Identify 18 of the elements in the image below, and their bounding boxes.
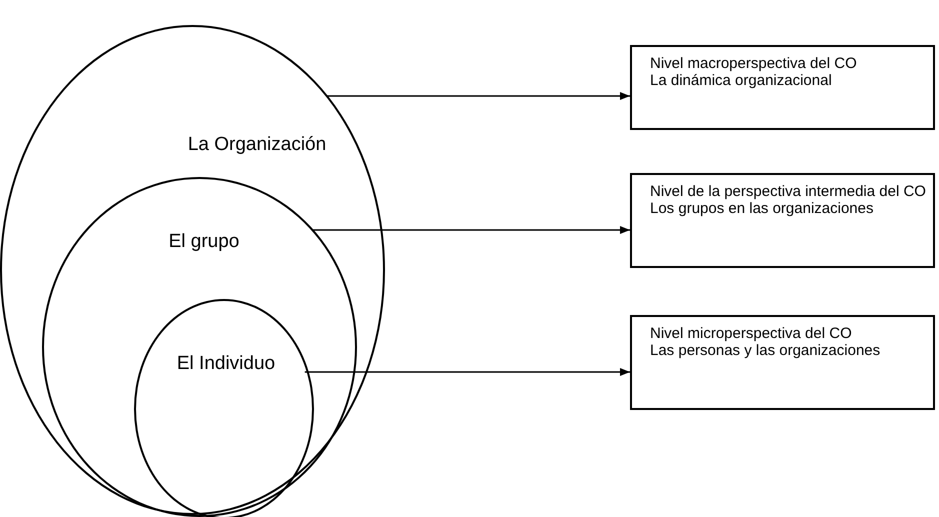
level-description: La dinámica organizacional: [650, 72, 833, 89]
level-description: Las personas y las organizaciones: [650, 342, 882, 359]
level-heading: Nivel de la perspectiva intermedia del CO: [650, 183, 927, 200]
level-label: El Individuo: [176, 352, 276, 376]
arrow: [304, 368, 630, 376]
level-box: [630, 45, 935, 130]
level-heading: Nivel microperspectiva del CO: [650, 325, 853, 342]
level-description: Los grupos en las organizaciones: [650, 200, 874, 217]
level-heading: Nivel macroperspectiva del CO: [650, 55, 858, 72]
arrow: [326, 92, 630, 100]
arrow: [312, 226, 630, 234]
level-box: [630, 315, 935, 410]
outer-ellipse: [0, 25, 385, 515]
middle-ellipse: [42, 177, 357, 517]
level-label: El grupo: [168, 230, 240, 254]
level-box: [630, 173, 935, 268]
level-label: La Organización: [186, 133, 328, 157]
inner-ellipse: [134, 299, 314, 517]
